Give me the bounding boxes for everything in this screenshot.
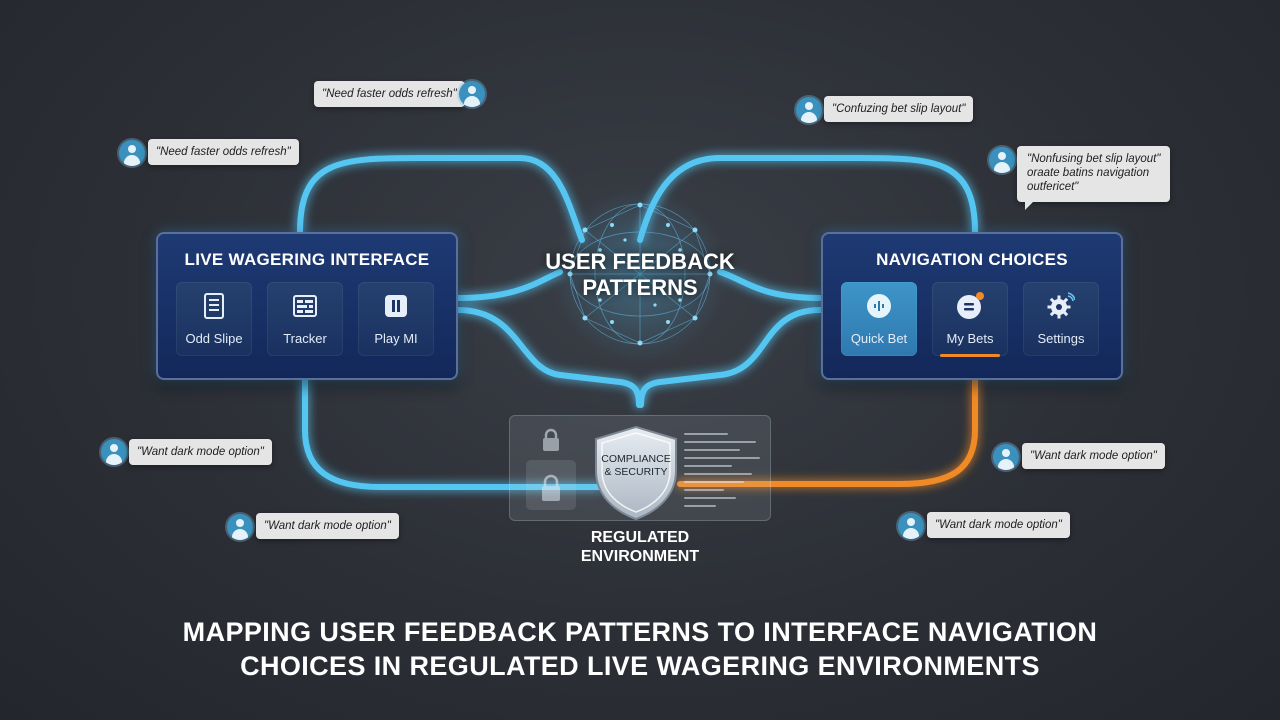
- live-wagering-interface-panel: LIVE WAGERING INTERFACE Odd Slipe Tracke…: [156, 232, 458, 380]
- code-text-lines: [684, 433, 764, 513]
- feedback-bubble: "Want dark mode option": [256, 513, 399, 539]
- navigation-choices-panel: NAVIGATION CHOICES Quick Bet My Bets: [821, 232, 1123, 380]
- tile-tracker[interactable]: Tracker: [267, 282, 343, 356]
- user-avatar-icon: [796, 97, 822, 123]
- user-avatar-icon: [459, 81, 485, 107]
- tracker-grid-icon: [293, 295, 317, 317]
- bubble-line: outfericet": [1027, 181, 1079, 193]
- lock-icon: [543, 428, 559, 451]
- tile-label: Play MI: [374, 331, 418, 346]
- tile-label: My Bets: [946, 331, 994, 346]
- gear-icon: [1047, 292, 1075, 319]
- user-avatar-icon: [101, 439, 127, 465]
- blue-feedback-lines: [297, 155, 978, 490]
- headline: MAPPING USER FEEDBACK PATTERNS TO INTERF…: [60, 615, 1220, 683]
- feedback-bubble: "Want dark mode option": [1022, 443, 1165, 469]
- bubble-line: "Nonfusing bet slip layout": [1027, 153, 1161, 165]
- headline-line: CHOICES IN REGULATED LIVE WAGERING ENVIR…: [240, 651, 1040, 681]
- lock-frame: [526, 460, 576, 510]
- tile-quick-bet[interactable]: Quick Bet: [841, 282, 917, 356]
- shield-line: & SECURITY: [604, 466, 668, 478]
- panel-title: LIVE WAGERING INTERFACE: [184, 250, 430, 269]
- panel-title: NAVIGATION CHOICES: [876, 250, 1068, 269]
- headline-line: MAPPING USER FEEDBACK PATTERNS TO INTERF…: [182, 617, 1098, 647]
- compliance-security-label: COMPLIANCE & SECURITY: [591, 453, 681, 479]
- orange-feedback-line: [677, 375, 978, 487]
- tile-label: Tracker: [283, 331, 327, 346]
- tile-label: Settings: [1037, 331, 1085, 346]
- compliance-shield-icon: [595, 425, 677, 521]
- feedback-bubble: "Confuzing bet slip layout": [824, 96, 974, 122]
- pause-icon: [385, 295, 407, 317]
- tile-label: Odd Slipe: [185, 331, 243, 346]
- shield-line: COMPLIANCE: [601, 453, 671, 465]
- feedback-bubble: "Want dark mode option": [129, 439, 272, 465]
- user-avatar-icon: [227, 514, 253, 540]
- user-avatar-icon: [898, 513, 924, 539]
- feedback-bubble: "Want dark mode option": [927, 512, 1070, 538]
- tile-odd-slipe[interactable]: Odd Slipe: [176, 282, 252, 356]
- tile-my-bets[interactable]: My Bets: [932, 282, 1008, 357]
- title-line: USER FEEDBACK: [545, 249, 735, 274]
- list-document-icon: [204, 293, 224, 319]
- title-line: PATTERNS: [582, 275, 698, 300]
- user-avatar-icon: [119, 140, 145, 166]
- tile-settings[interactable]: Settings: [1023, 282, 1099, 356]
- user-feedback-patterns-title: USER FEEDBACK PATTERNS: [510, 249, 770, 301]
- feedback-bubble: "Need faster odds refresh": [148, 139, 299, 165]
- caption-line: REGULATED: [590, 529, 690, 546]
- caption-line: ENVIRONMENT: [580, 548, 700, 565]
- chat-badge-icon: [957, 292, 984, 319]
- network-nodes: [567, 202, 713, 346]
- tile-label: Quick Bet: [850, 331, 908, 346]
- regulated-environment-label: REGULATED ENVIRONMENT: [540, 528, 740, 566]
- bubble-line: oraate batins navigation: [1027, 167, 1150, 179]
- feedback-bubble: "Need faster odds refresh": [314, 81, 465, 107]
- voice-dots-icon: [867, 294, 891, 318]
- user-avatar-icon: [989, 147, 1015, 173]
- tile-play-mi[interactable]: Play MI: [358, 282, 434, 356]
- feedback-bubble: "Nonfusing bet slip layout" oraate batin…: [1017, 146, 1171, 210]
- lock-icon: [542, 474, 560, 501]
- user-avatar-icon: [993, 444, 1019, 470]
